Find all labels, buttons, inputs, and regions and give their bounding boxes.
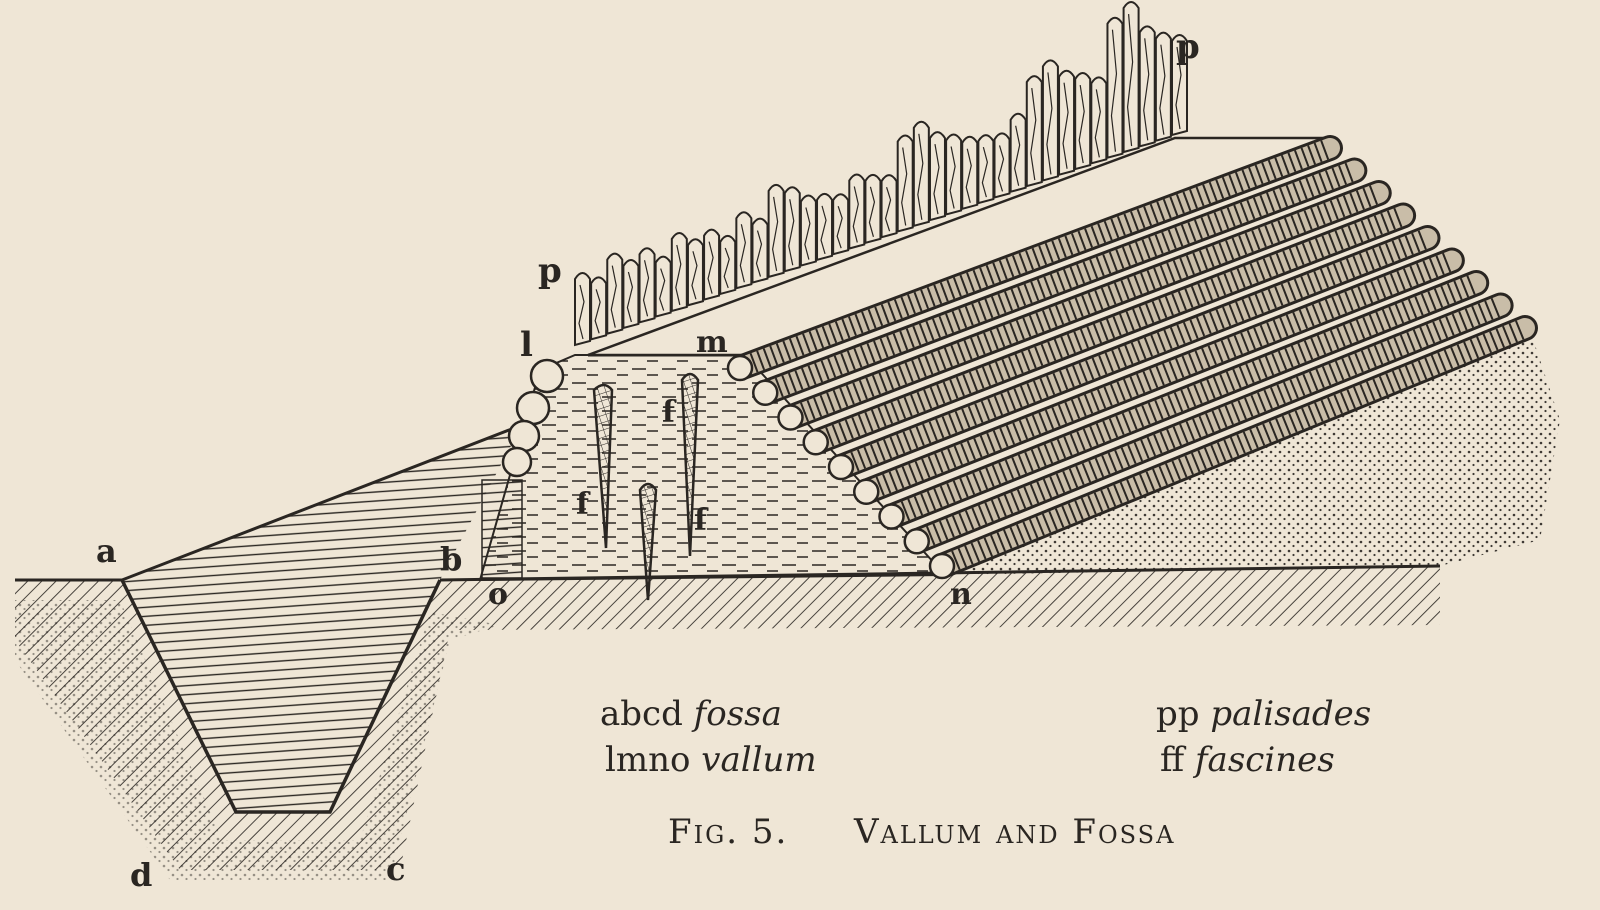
palisade-stake bbox=[1171, 34, 1188, 137]
palisade-stake bbox=[606, 252, 624, 335]
palisade-stake bbox=[1058, 69, 1076, 177]
legend-palisades-letters: pp bbox=[1156, 694, 1200, 734]
palisade-stake bbox=[1041, 59, 1059, 182]
palisade-stake bbox=[1090, 76, 1108, 165]
palisade-stake bbox=[864, 173, 882, 245]
legend-fossa-term: fossa bbox=[693, 694, 782, 734]
palisade-stake bbox=[622, 258, 640, 330]
palisade-stake bbox=[735, 211, 753, 290]
label-p-right: p bbox=[1176, 27, 1200, 67]
palisade-stake bbox=[1074, 72, 1092, 171]
palisade-stake bbox=[719, 234, 737, 296]
label-b: b bbox=[440, 540, 462, 578]
legend-fascines: ff fascines bbox=[1160, 740, 1335, 780]
label-o: o bbox=[488, 577, 508, 612]
palisade-stake bbox=[654, 255, 672, 318]
palisade-stake bbox=[832, 193, 850, 256]
legend-fascines-term: fascines bbox=[1194, 740, 1335, 780]
label-m: m bbox=[696, 325, 728, 360]
palisade-stake bbox=[928, 131, 946, 222]
fascines bbox=[592, 372, 700, 601]
vallum-inner-slope bbox=[121, 423, 523, 582]
palisade-stake bbox=[912, 120, 930, 228]
palisade-stake bbox=[751, 217, 769, 284]
palisade-stake bbox=[799, 194, 817, 267]
palisade-stake bbox=[961, 135, 979, 211]
fascine-log bbox=[878, 270, 1490, 530]
fascine-log bbox=[752, 157, 1368, 406]
legend-fascines-letters: ff bbox=[1160, 740, 1185, 780]
figure-caption: Fig. 5. Vallum and Fossa bbox=[668, 812, 1175, 852]
legend-palisades-term: palisades bbox=[1210, 694, 1372, 734]
palisade-stake bbox=[590, 276, 608, 341]
figure-number: Fig. 5. bbox=[668, 812, 789, 852]
palisade-stake bbox=[703, 228, 721, 301]
fascine-log bbox=[802, 202, 1417, 456]
fascine-log bbox=[853, 247, 1465, 505]
palisade-stake bbox=[670, 231, 688, 313]
fascine-log bbox=[827, 225, 1441, 481]
palisade-stake bbox=[848, 173, 866, 250]
palisade-stake bbox=[977, 134, 995, 205]
label-p-left: p bbox=[538, 251, 562, 291]
label-f-left: f bbox=[576, 487, 591, 522]
palisade-stake bbox=[1138, 25, 1156, 148]
palisade-stake bbox=[1009, 112, 1027, 194]
label-n: n bbox=[950, 577, 972, 612]
palisade-stake bbox=[574, 272, 591, 347]
label-f-right: f bbox=[694, 503, 709, 538]
label-f-upper: f bbox=[662, 395, 677, 430]
legend-vallum-letters: lmno bbox=[605, 740, 691, 780]
point-labels: a b c d l m n o p p f f f bbox=[96, 27, 1200, 894]
fascine-log bbox=[777, 180, 1392, 431]
legend-fossa-letters: abcd bbox=[600, 694, 683, 734]
label-l: l bbox=[520, 325, 533, 365]
label-d: d bbox=[130, 856, 152, 894]
palisade-stake bbox=[945, 133, 963, 216]
palisades bbox=[574, 1, 1188, 347]
palisade-stake bbox=[896, 134, 914, 233]
palisade-stake bbox=[880, 174, 898, 239]
palisade-stake bbox=[993, 132, 1011, 199]
palisade-stake bbox=[783, 186, 801, 273]
palisade-stake bbox=[1154, 31, 1172, 142]
palisade-stake bbox=[1106, 16, 1124, 160]
legend-palisades: pp palisades bbox=[1156, 694, 1371, 734]
fascine-log bbox=[726, 135, 1343, 382]
fascine-log bbox=[928, 315, 1538, 580]
label-a: a bbox=[96, 532, 117, 570]
label-c: c bbox=[386, 850, 405, 888]
legend-fossa: abcd fossa bbox=[600, 694, 782, 734]
palisade-stake bbox=[638, 247, 656, 324]
figure-title: Vallum and Fossa bbox=[853, 812, 1176, 852]
palisade-stake bbox=[686, 238, 704, 307]
palisade-stake bbox=[1025, 75, 1043, 188]
palisade-stake bbox=[816, 192, 834, 262]
palisade-stake bbox=[1122, 1, 1140, 154]
fossa-ditch bbox=[120, 579, 442, 814]
legend-vallum: lmno vallum bbox=[605, 740, 817, 780]
palisade-stake bbox=[767, 183, 785, 279]
revetment-logs bbox=[481, 358, 565, 579]
fascine-log bbox=[903, 292, 1514, 555]
outer-slope-logs bbox=[726, 135, 1560, 580]
legend-vallum-term: vallum bbox=[701, 740, 817, 780]
